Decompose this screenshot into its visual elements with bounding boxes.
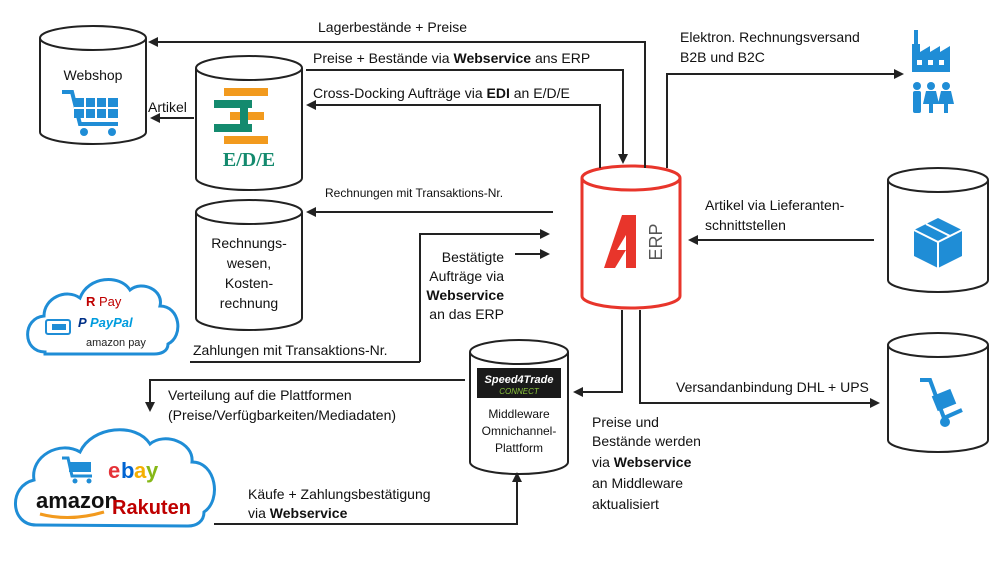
- label-mw-2: Bestände werden: [592, 433, 701, 449]
- hand-truck-icon: [920, 378, 963, 427]
- speed4trade-logo-text: Speed4Trade: [485, 374, 554, 386]
- shipping-database[interactable]: [887, 332, 989, 453]
- ede-database[interactable]: E/D/E: [195, 55, 303, 191]
- svg-text:y: y: [146, 458, 159, 483]
- label-cross-docking: Cross-Docking Aufträge via EDI an E/D/E: [313, 85, 570, 101]
- label-lagerbestaende: Lagerbestände + Preise: [318, 19, 467, 35]
- wallet-icon: [45, 319, 71, 335]
- paypal-logo: P PayPal: [78, 315, 133, 330]
- supplier-database[interactable]: [887, 167, 989, 293]
- accounting-database[interactable]: Rechnungs- wesen, Kosten- rechnung: [195, 199, 303, 331]
- accounting-label-3: Kosten-: [225, 275, 274, 291]
- label-verteilung-2: (Preise/Verfügbarkeiten/Mediadaten): [168, 407, 396, 423]
- label-bestaetigt-4: an das ERP: [429, 306, 504, 322]
- label-bestaetigt-3: Webservice: [426, 287, 504, 303]
- svg-text:R: R: [86, 294, 96, 309]
- ede-logo: [214, 88, 268, 144]
- label-mw-3: via Webservice: [592, 454, 692, 470]
- middleware-label-3: Plattform: [495, 441, 543, 455]
- package-icon: [913, 218, 963, 268]
- middleware-label-1: Middleware: [488, 407, 550, 421]
- svg-text:b: b: [121, 458, 134, 483]
- middleware-database[interactable]: Speed4Trade CONNECT Middleware Omnichann…: [469, 339, 569, 475]
- speed4trade-connect-text: CONNECT: [499, 387, 540, 396]
- middleware-label-2: Omnichannel-: [482, 424, 557, 438]
- label-mw-5: aktualisiert: [592, 496, 659, 512]
- accounting-label-2: wesen,: [226, 255, 271, 271]
- erp-label: ERP: [646, 223, 666, 260]
- accounting-label-1: Rechnungs-: [211, 235, 287, 251]
- people-icon: [913, 82, 954, 113]
- svg-text:a: a: [134, 458, 147, 483]
- label-lieferanten-1: Artikel via Lieferanten-: [705, 197, 845, 213]
- label-bestaetigt-2: Aufträge via: [429, 268, 504, 284]
- amazon-pay-logo: amazon pay: [86, 337, 146, 349]
- label-verteilung-1: Verteilung auf die Plattformen: [168, 387, 352, 403]
- ede-label: E/D/E: [223, 149, 275, 171]
- label-artikel: Artikel: [148, 99, 187, 115]
- svg-text:P: P: [78, 315, 87, 330]
- erp-database[interactable]: ERP: [580, 164, 682, 310]
- label-kaeufe-1: Käufe + Zahlungsbestätigung: [248, 486, 431, 502]
- label-versand: Versandanbindung DHL + UPS: [676, 379, 869, 395]
- label-elektron-2: B2B und B2C: [680, 49, 765, 65]
- label-kaeufe-2: via Webservice: [248, 505, 348, 521]
- factory-people-icon: [912, 30, 954, 113]
- label-bestaetigt-1: Bestätigte: [442, 249, 504, 265]
- erp-logo-icon: [604, 215, 636, 268]
- rakuten-logo: Rakuten: [112, 497, 191, 519]
- paypal-text: PayPal: [90, 315, 133, 330]
- webshop-database[interactable]: Webshop: [39, 25, 147, 145]
- rpay-text: Pay: [99, 294, 122, 309]
- amazon-logo: amazon: [36, 488, 118, 513]
- amazon-pay-text: amazon pay: [86, 337, 146, 349]
- label-preise-ans-erp: Preise + Bestände via Webservice ans ERP: [313, 50, 590, 66]
- speed4trade-logo: Speed4Trade CONNECT: [477, 368, 561, 398]
- shopping-cart-icon: [62, 90, 118, 136]
- amazon-smile-icon: [39, 510, 105, 520]
- label-zahlungen: Zahlungen mit Transaktions-Nr.: [193, 342, 388, 358]
- label-mw-1: Preise und: [592, 414, 659, 430]
- label-mw-4: an Middleware: [592, 475, 683, 491]
- webshop-label: Webshop: [64, 67, 123, 83]
- svg-text:e: e: [108, 458, 120, 483]
- payment-cloud: R Pay P PayPal amazon pay: [26, 278, 180, 356]
- rpay-logo: R Pay: [86, 294, 122, 309]
- flow-arrows: [145, 37, 904, 525]
- label-rechnungen: Rechnungen mit Transaktions-Nr.: [325, 186, 503, 200]
- accounting-label-4: rechnung: [220, 295, 278, 311]
- flow-labels: Lagerbestände + Preise Preise + Bestände…: [148, 19, 869, 521]
- label-elektron-1: Elektron. Rechnungsversand: [680, 29, 860, 45]
- marketplace-cart-icon: [62, 456, 92, 484]
- label-lieferanten-2: schnittstellen: [705, 217, 786, 233]
